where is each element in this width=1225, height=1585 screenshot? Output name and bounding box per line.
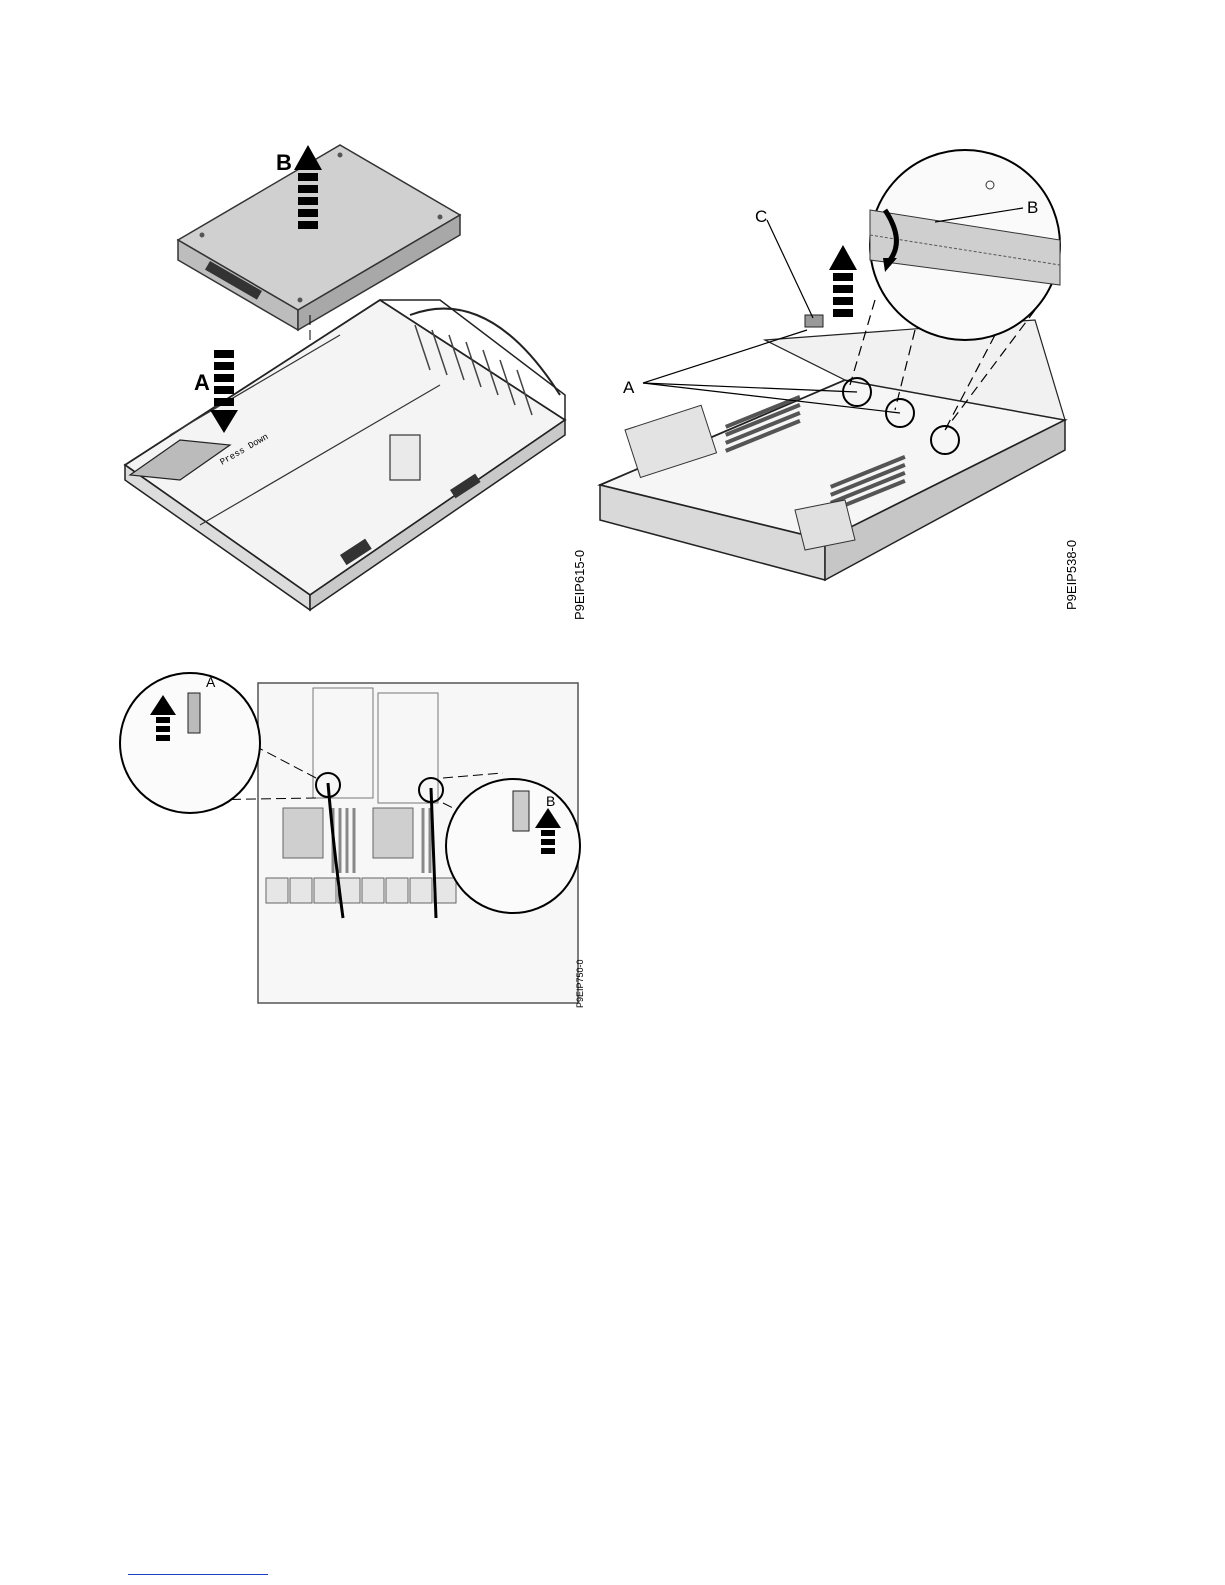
callout-c: C bbox=[755, 207, 767, 226]
callout-b: B bbox=[546, 793, 555, 809]
callout-a: A bbox=[194, 370, 210, 395]
figure-cable-routing: A B bbox=[118, 663, 583, 1008]
callout-b: B bbox=[1027, 198, 1038, 217]
footer-link[interactable] bbox=[128, 1574, 268, 1575]
cable-routing-illustration: A B bbox=[118, 663, 583, 1008]
callout-a: A bbox=[623, 378, 635, 397]
up-arrow-icon bbox=[829, 245, 857, 317]
figure-id-3: P9EIP750-0 bbox=[575, 959, 585, 1008]
figure-id-2: P9EIP538-0 bbox=[1064, 540, 1079, 610]
drive-carrier-illustration: Press Down B A bbox=[110, 135, 580, 615]
callout-a: A bbox=[206, 674, 216, 690]
figure-drive-carrier: Press Down B A bbox=[110, 135, 580, 615]
figure-system-board: C A B bbox=[595, 140, 1090, 610]
system-board-illustration: C A B bbox=[595, 140, 1090, 610]
callout-b: B bbox=[276, 150, 292, 175]
figure-id-1: P9EIP615-0 bbox=[572, 550, 587, 620]
